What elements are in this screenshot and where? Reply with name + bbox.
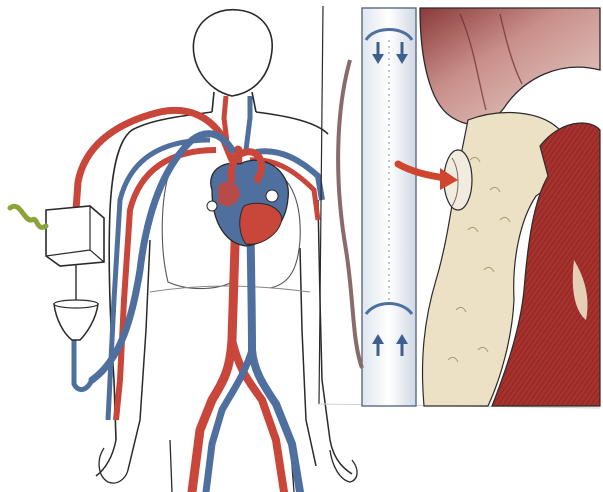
chamber-funnel — [54, 304, 98, 340]
right-atrium-dot — [207, 201, 217, 211]
power-cable-icon — [10, 206, 46, 227]
console-box — [46, 206, 104, 266]
left-ventricle — [240, 203, 282, 244]
body-figure — [96, 10, 357, 492]
closeup-panel — [319, 6, 600, 408]
head-outline — [193, 10, 272, 96]
left-hand-outline — [99, 448, 128, 483]
drainage-line — [74, 340, 92, 390]
jugular-vein — [246, 96, 250, 150]
pump-console — [10, 206, 104, 300]
vessel-wall-closeup — [338, 60, 362, 368]
left-arm-artery — [116, 150, 216, 420]
vessel-system — [108, 96, 322, 492]
chamber-rim — [54, 300, 98, 308]
cannula-tube-closeup — [362, 8, 416, 406]
left-atrium-dot — [266, 190, 278, 202]
aorta-closeup — [420, 8, 600, 124]
blood-chamber — [54, 300, 98, 340]
